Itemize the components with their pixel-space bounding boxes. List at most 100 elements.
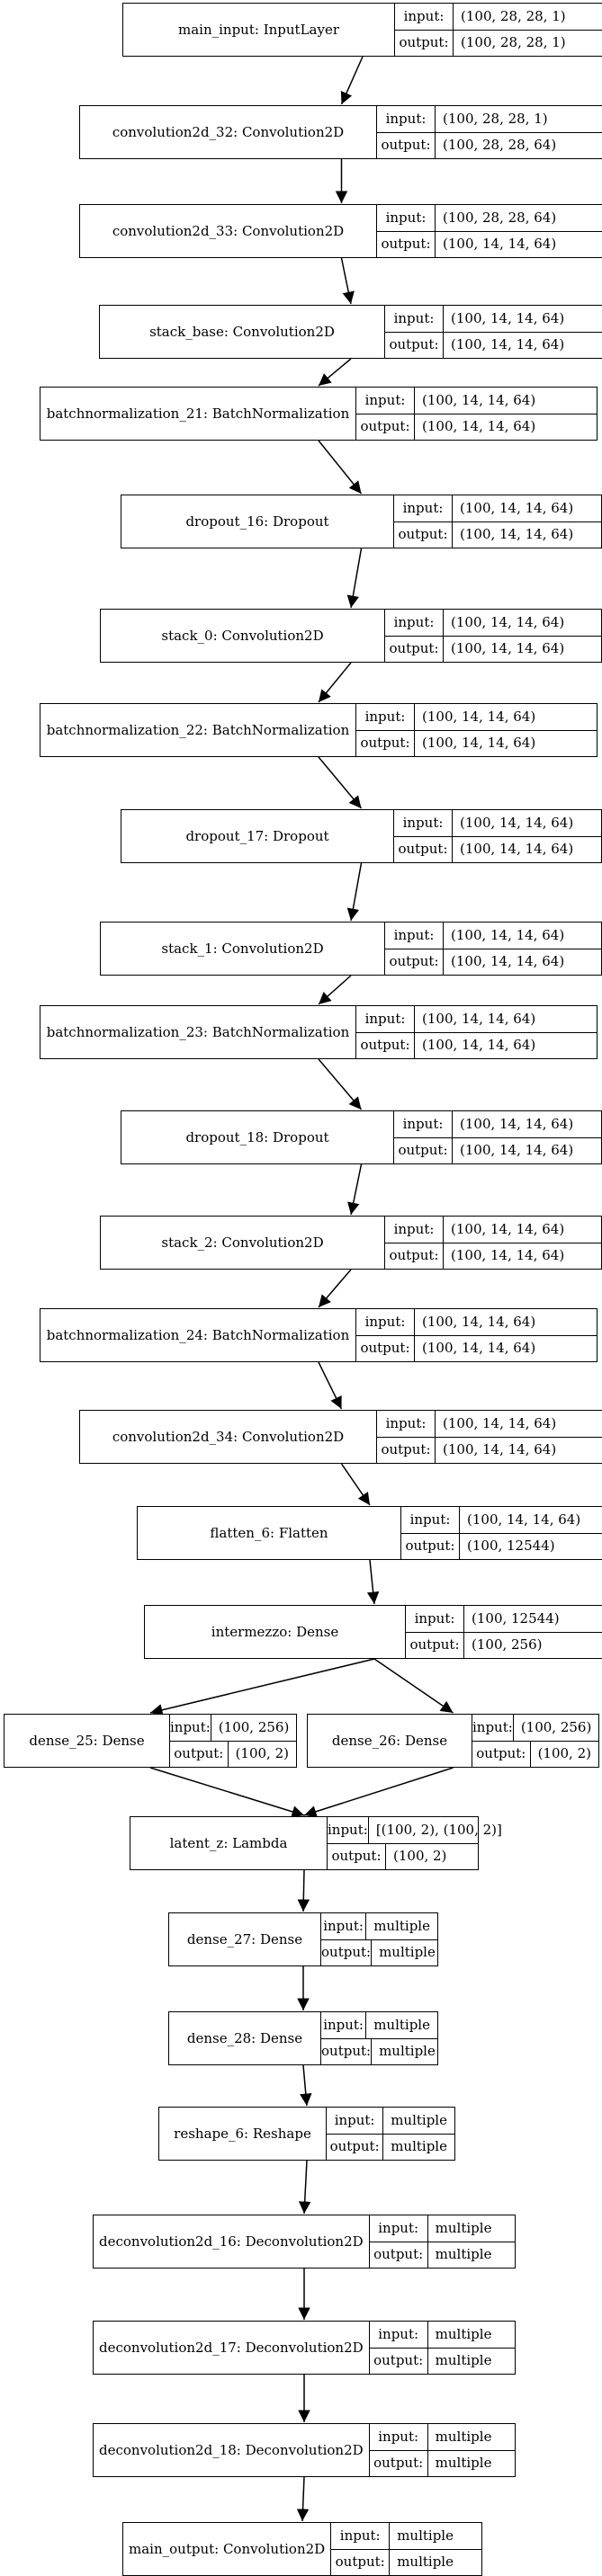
layer-name: deconvolution2d_18: Deconvolution2D — [94, 2424, 370, 2476]
edge-arrow — [318, 975, 352, 1005]
layer-io-table: input: multiple output:multiple — [369, 2215, 515, 2268]
layer-name: dropout_16: Dropout — [121, 495, 394, 548]
layer-node: batchnormalization_24: BatchNormalizatio… — [40, 1308, 598, 1362]
output-label: output: — [385, 636, 444, 662]
input-row: input:(100, 14, 14, 64) — [394, 495, 601, 521]
input-shape: (100, 256) — [520, 1718, 592, 1735]
output-shape: (100, 14, 14, 64) — [443, 1441, 557, 1458]
input-row: input:multiple — [331, 2523, 481, 2549]
edge-arrow — [300, 2064, 312, 2107]
output-shape: (100, 2) — [235, 1745, 289, 1762]
edge-arrow — [318, 358, 352, 387]
input-shape: multiple — [435, 2219, 492, 2236]
output-label: output: — [170, 1741, 229, 1767]
layer-name: convolution2d_33: Convolution2D — [80, 205, 377, 257]
input-label: input: — [472, 1715, 514, 1741]
edge-arrow — [298, 2160, 311, 2215]
input-label: input: — [377, 205, 436, 231]
layer-io-table: input:(100, 28, 28, 1)output:(100, 28, 2… — [377, 106, 602, 158]
layer-name: dense_26: Dense — [308, 1715, 472, 1767]
input-shape: multiple — [435, 2428, 492, 2445]
input-row: input: (100, 14, 14, 64) — [356, 704, 597, 730]
edge-arrow — [297, 1869, 310, 1912]
output-row: output:multiple — [369, 2241, 515, 2268]
output-row: output:multiple — [327, 2133, 454, 2160]
input-label: input: — [406, 1606, 464, 1632]
output-row: output:multiple — [369, 2347, 515, 2374]
edge-arrow — [149, 1658, 375, 1716]
output-shape: (100, 14, 14, 64) — [451, 336, 565, 353]
layer-name: batchnormalization_22: BatchNormalizatio… — [40, 704, 356, 756]
edge-arrow — [340, 257, 355, 305]
output-label: output: — [356, 1032, 415, 1058]
output-shape: (100, 2) — [393, 1848, 447, 1865]
input-shape: (100, 14, 14, 64) — [422, 708, 536, 725]
input-row: input:(100, 14, 14, 64) — [401, 1507, 602, 1533]
input-shape: multiple — [373, 1917, 430, 1934]
edge-arrow — [340, 1463, 371, 1506]
output-shape: multiple — [379, 1944, 436, 1961]
output-row: output:(100, 14, 14, 64) — [356, 413, 597, 440]
input-row: input:multiple — [321, 1913, 437, 1939]
input-label: input: — [327, 2108, 384, 2134]
input-label: input: — [356, 1309, 415, 1335]
output-shape: (100, 12544) — [467, 1538, 555, 1555]
layer-io-table: input: (100, 256) output:(100, 2) — [472, 1715, 598, 1767]
edge-arrow — [303, 1767, 454, 1818]
layer-name: intermezzo: Dense — [145, 1606, 406, 1658]
layer-name: dense_28: Dense — [169, 2012, 321, 2064]
output-label: output: — [394, 521, 453, 548]
input-label: input: — [394, 810, 453, 836]
edge-arrow — [318, 1058, 363, 1110]
input-row: input: multiple — [370, 2215, 515, 2242]
output-row: output: (100, 14, 14, 64) — [377, 1436, 602, 1463]
layer-io-table: input:(100, 14, 14, 64)output:(100, 14, … — [356, 1309, 597, 1361]
output-label: output: — [370, 2242, 428, 2268]
output-row: output:(100, 14, 14, 64) — [385, 948, 601, 975]
input-shape: (100, 14, 14, 64) — [467, 1511, 581, 1528]
output-label: output: — [370, 2450, 428, 2476]
output-label: output: — [356, 1335, 415, 1361]
output-label: output: — [377, 132, 436, 158]
layer-name: dense_25: Dense — [4, 1715, 170, 1767]
output-row: output:(100, 14, 14, 64) — [356, 1031, 597, 1058]
layer-node: batchnormalization_21: BatchNormalizatio… — [40, 387, 598, 441]
output-shape: (100, 256) — [472, 1636, 543, 1653]
input-row: input:(100, 14, 14, 64) — [356, 388, 597, 414]
output-row: output: (100, 256) — [406, 1631, 602, 1658]
input-label: input: — [385, 610, 444, 636]
input-row: input:(100, 14, 14, 64) — [394, 810, 601, 836]
input-label: input: — [331, 2523, 391, 2549]
input-shape: multiple — [373, 2016, 430, 2033]
input-label: input: — [356, 704, 415, 730]
input-shape: (100, 14, 14, 64) — [460, 1115, 574, 1132]
output-row: output:(100, 14, 14, 64) — [385, 635, 601, 662]
layer-name: flatten_6: Flatten — [138, 1507, 401, 1559]
output-row: output:(100, 2) — [472, 1740, 598, 1767]
layer-io-table: input:(100, 14, 14, 64)output:(100, 14, … — [385, 923, 601, 975]
layer-name: convolution2d_34: Convolution2D — [80, 1411, 377, 1463]
input-label: input: — [328, 1817, 369, 1843]
layer-io-table: input:(100, 14, 14, 64)output:(100, 14, … — [385, 1217, 601, 1269]
output-label: output: — [401, 1533, 460, 1559]
output-row: output:(100, 14, 14, 64) — [377, 230, 602, 257]
input-label: input: — [370, 2215, 428, 2242]
input-row: input:(100, 28, 28, 1) — [377, 106, 602, 132]
output-label: output: — [406, 1632, 464, 1658]
layer-io-table: input:(100, 14, 14, 64)output:(100, 14, … — [356, 388, 597, 440]
input-row: input: (100, 256) — [472, 1715, 598, 1741]
input-shape: (100, 14, 14, 64) — [422, 1313, 536, 1330]
input-label: input: — [370, 2424, 428, 2450]
layer-name: reshape_6: Reshape — [159, 2108, 327, 2160]
output-label: output: — [377, 1437, 436, 1463]
input-shape: (100, 14, 14, 64) — [451, 926, 565, 943]
